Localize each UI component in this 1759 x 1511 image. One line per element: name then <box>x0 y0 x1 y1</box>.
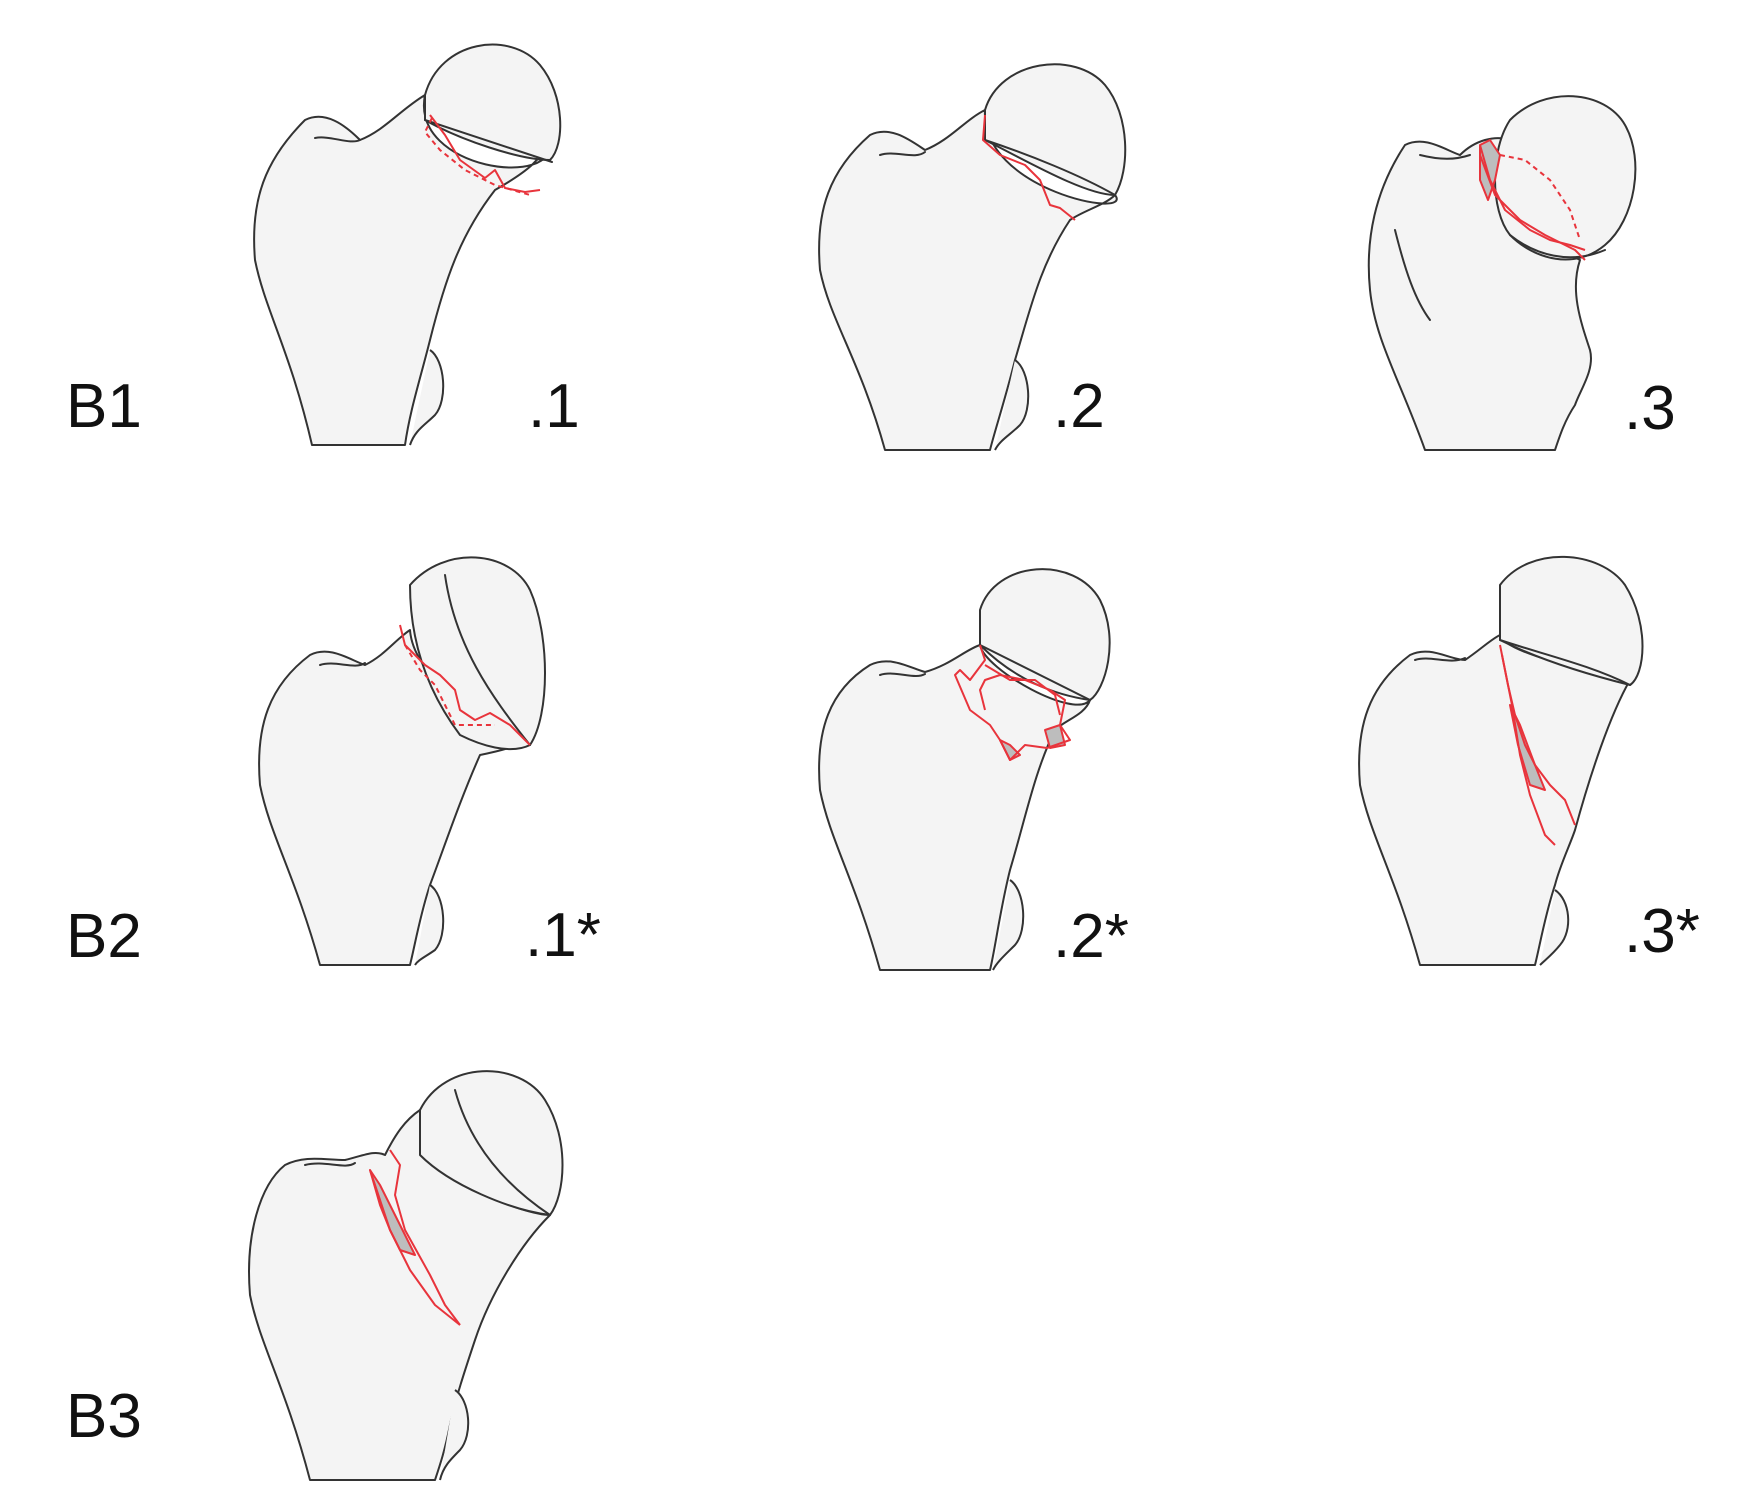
displaced-fragment <box>1479 139 1501 201</box>
panel-b2-3: .3* <box>1330 545 1750 985</box>
fracture-line-dashed <box>1499 154 1581 241</box>
femur-illustration <box>253 43 562 446</box>
fracture-line-outer <box>1501 654 1556 846</box>
lesser-trochanter <box>994 359 1030 451</box>
panel-b2-1: .1* <box>230 545 650 985</box>
trochanter-line <box>1414 657 1466 662</box>
femoral-head <box>409 556 546 751</box>
femur-illustration <box>818 568 1111 971</box>
subtype-label: .1* <box>525 901 601 970</box>
trochanter-line <box>304 1162 356 1167</box>
lesser-trochanter <box>1539 889 1570 966</box>
subtype-label: .2 <box>1053 372 1105 441</box>
fracture-line <box>399 624 531 746</box>
fracture-line <box>982 114 1076 221</box>
femur-illustration <box>1358 555 1644 966</box>
fracture-line-dashed <box>423 117 531 196</box>
subtype-label: .2* <box>1053 902 1129 971</box>
head-neck-junction <box>979 644 1091 701</box>
fracture-line-outer <box>369 1169 461 1326</box>
trochanter-line <box>879 151 926 157</box>
head-neck-junction <box>454 1089 551 1216</box>
row-label-b1: B1 <box>66 372 142 441</box>
femoral-head <box>1494 95 1637 261</box>
panel-b3 <box>230 1055 650 1495</box>
femur-outline <box>248 1109 551 1481</box>
row-label-b3: B3 <box>66 1382 142 1451</box>
panel-b1-1: .1 <box>230 20 650 460</box>
head-neck-junction <box>1509 234 1606 259</box>
fracture-line-outer <box>1479 154 1586 261</box>
displaced-fragment <box>369 1169 416 1256</box>
subtype-label: .3* <box>1624 897 1700 966</box>
lesser-trochanter <box>409 349 445 446</box>
lesser-trochanter <box>439 1389 470 1481</box>
panel-b1-2: .2 <box>785 30 1205 470</box>
subtype-label: .1 <box>528 372 580 441</box>
row-label-b2: B2 <box>66 902 142 971</box>
fracture-line <box>429 114 541 193</box>
displaced-fragment <box>1044 724 1066 749</box>
femur-illustration <box>248 1070 564 1481</box>
head-neck-junction <box>444 574 531 746</box>
femoral-head <box>1499 555 1644 686</box>
subtype-label: .3 <box>1624 374 1676 443</box>
femoral-head <box>984 63 1127 196</box>
femoral-head <box>419 1070 564 1216</box>
femur-illustration <box>258 556 546 966</box>
head-neck-junction <box>1499 639 1631 686</box>
femur-outline <box>1358 634 1631 966</box>
panel-b1-3: .3 <box>1330 60 1750 500</box>
fracture-line-dashed <box>404 644 495 726</box>
femur-illustration <box>1367 95 1637 451</box>
shaft-line <box>1394 229 1431 321</box>
head-neck-junction <box>984 139 1116 196</box>
panel-b2-2: .2* <box>785 550 1205 990</box>
lesser-trochanter <box>414 884 445 966</box>
lesser-trochanter <box>992 879 1025 971</box>
femur-illustration <box>818 63 1127 451</box>
head-neck-junction <box>424 119 553 163</box>
trochanter-line <box>879 672 926 677</box>
fracture-line-inner <box>984 664 1061 716</box>
trochanter-line <box>314 136 361 143</box>
femur-outline <box>818 644 1091 971</box>
trochanter-line <box>319 662 366 667</box>
trochanter-line <box>1419 154 1471 160</box>
fracture-line <box>389 1149 461 1326</box>
